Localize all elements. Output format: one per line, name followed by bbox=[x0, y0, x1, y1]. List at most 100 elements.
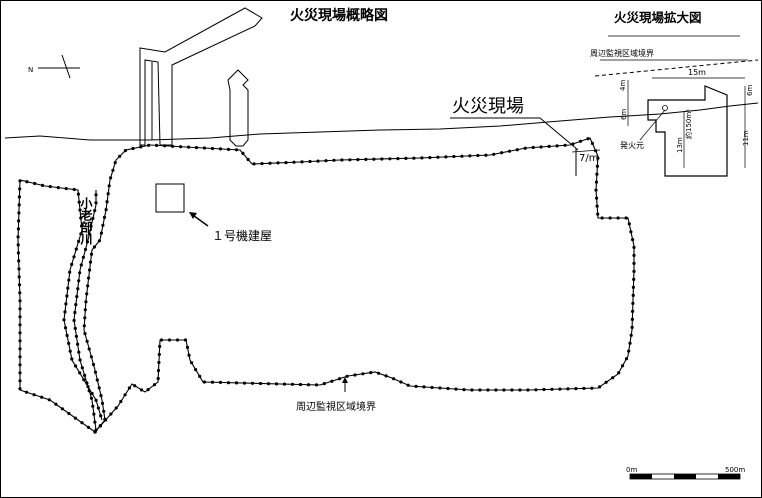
north-label: N bbox=[28, 66, 33, 74]
boundary-marker bbox=[159, 338, 164, 342]
boundary-marker bbox=[616, 216, 620, 220]
boundary-marker bbox=[65, 294, 69, 298]
boundary-marker bbox=[608, 216, 612, 220]
boundary-marker bbox=[526, 388, 530, 392]
boundary-marker bbox=[18, 379, 22, 383]
boundary-marker bbox=[99, 414, 103, 418]
boundary-marker bbox=[119, 399, 123, 404]
boundary-marker bbox=[558, 387, 562, 391]
boundary-marker bbox=[33, 181, 37, 186]
boundary-marker bbox=[486, 388, 490, 392]
boundary-marker bbox=[595, 172, 599, 176]
boundary-marker bbox=[18, 307, 22, 311]
boundary-marker bbox=[492, 152, 496, 156]
boundary-marker bbox=[18, 291, 22, 295]
north-arrow bbox=[38, 54, 80, 79]
boundary-marker bbox=[107, 184, 111, 188]
boundary-marker bbox=[314, 383, 319, 387]
boundary-marker bbox=[611, 376, 615, 380]
boundary-marker bbox=[17, 275, 21, 279]
boundary-marker bbox=[74, 303, 78, 307]
boundary-marker bbox=[76, 287, 80, 291]
boundary-marker bbox=[595, 164, 600, 168]
boundary-marker bbox=[268, 161, 272, 165]
boundary-marker bbox=[300, 160, 304, 164]
inset-building bbox=[647, 85, 728, 177]
boundary-marker bbox=[399, 380, 403, 384]
boundary-marker bbox=[18, 315, 22, 319]
boundary-marker bbox=[80, 224, 84, 228]
boundary-marker bbox=[94, 201, 98, 205]
boundary-marker bbox=[88, 260, 93, 264]
boundary-marker bbox=[139, 145, 143, 149]
boundary-marker bbox=[632, 253, 636, 257]
boundary-marker bbox=[596, 156, 600, 160]
boundary-marker bbox=[330, 379, 334, 383]
boundary-marker bbox=[99, 394, 103, 398]
boundary-marker bbox=[73, 416, 77, 420]
boundary-marker bbox=[364, 157, 368, 161]
boundary-marker bbox=[627, 349, 631, 353]
boundary-marker bbox=[566, 387, 570, 391]
boundary-marker bbox=[54, 402, 58, 406]
boundary-marker bbox=[547, 144, 551, 148]
boundary-marker bbox=[478, 388, 482, 392]
boundary-marker bbox=[468, 154, 472, 158]
boundary-marker bbox=[83, 247, 88, 252]
boundary-marker bbox=[146, 388, 150, 392]
boundary-marker bbox=[63, 326, 68, 330]
boundary-marker bbox=[109, 176, 113, 180]
boundary-marker bbox=[157, 360, 161, 365]
boundary-marker bbox=[102, 215, 107, 219]
boundary-marker bbox=[361, 372, 365, 376]
boundary-marker bbox=[167, 338, 172, 342]
boundary-marker bbox=[470, 388, 474, 392]
boundary-marker bbox=[234, 148, 239, 152]
boundary-marker bbox=[316, 159, 320, 163]
boundary-marker bbox=[396, 157, 400, 161]
unit1-arrowhead bbox=[189, 212, 197, 219]
boundary-marker bbox=[78, 358, 82, 362]
boundary-marker bbox=[139, 388, 144, 392]
river-label: 小老部川 bbox=[79, 196, 93, 245]
boundary-marker bbox=[67, 341, 71, 345]
boundary-marker bbox=[252, 162, 256, 166]
boundary-marker bbox=[226, 381, 231, 385]
boundary-marker bbox=[337, 377, 342, 381]
boundary-marker bbox=[17, 219, 21, 223]
boundary-marker bbox=[40, 183, 45, 187]
boundary-marker bbox=[306, 383, 311, 387]
boundary-marker bbox=[77, 350, 81, 354]
boundary-marker bbox=[157, 352, 161, 357]
boundary-marker bbox=[380, 157, 384, 161]
boundary-marker bbox=[75, 295, 79, 299]
boundary-marker bbox=[127, 386, 131, 390]
boundary-marker bbox=[594, 188, 598, 192]
boundary-marker bbox=[617, 371, 621, 375]
boundary-marker bbox=[226, 147, 231, 151]
boundary-marker bbox=[78, 371, 82, 375]
boundary-marker bbox=[98, 424, 102, 428]
boundary-marker bbox=[89, 252, 94, 256]
boundary-marker bbox=[106, 192, 110, 196]
boundary-marker bbox=[18, 339, 22, 343]
boundary-marker bbox=[627, 222, 631, 226]
boundary-marker bbox=[436, 155, 440, 159]
boundary-marker bbox=[96, 406, 100, 410]
boundary-marker bbox=[590, 386, 594, 390]
boundary-marker bbox=[595, 196, 599, 200]
boundary-marker bbox=[377, 371, 381, 375]
boundary-marker bbox=[83, 316, 87, 320]
boundary-marker bbox=[76, 192, 80, 196]
boundary-marker bbox=[444, 155, 448, 159]
boundary-marker bbox=[156, 368, 161, 373]
boundary-marker bbox=[105, 200, 109, 204]
boundary-marker bbox=[500, 151, 504, 155]
boundary-marker bbox=[234, 381, 239, 385]
boundary-marker bbox=[93, 420, 97, 424]
coastline bbox=[4, 102, 759, 141]
boundary-marker bbox=[388, 157, 392, 161]
boundary-marker bbox=[86, 385, 90, 389]
boundary-marker bbox=[72, 255, 76, 259]
